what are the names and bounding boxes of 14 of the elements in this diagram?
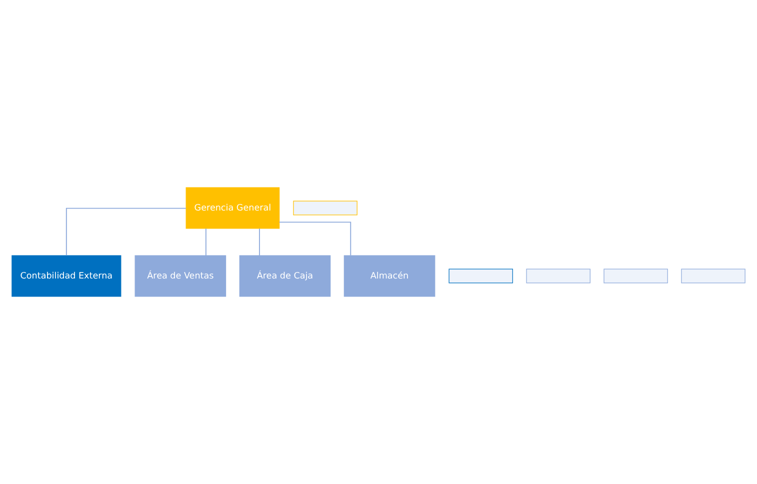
connector (278, 222, 352, 256)
node-box (293, 200, 358, 216)
connector (205, 228, 206, 256)
node-box: Contabilidad Externa (12, 255, 122, 297)
connector (66, 208, 186, 256)
node-box: Área de Ventas (134, 255, 226, 297)
node-box: Área de Caja (239, 255, 331, 297)
node-box: Almacén (344, 255, 436, 297)
node-box (681, 268, 746, 284)
connector (258, 228, 260, 256)
node-box (448, 268, 513, 284)
node-box (604, 268, 668, 284)
node-box (526, 268, 590, 284)
node-box: Gerencia General (186, 187, 280, 229)
